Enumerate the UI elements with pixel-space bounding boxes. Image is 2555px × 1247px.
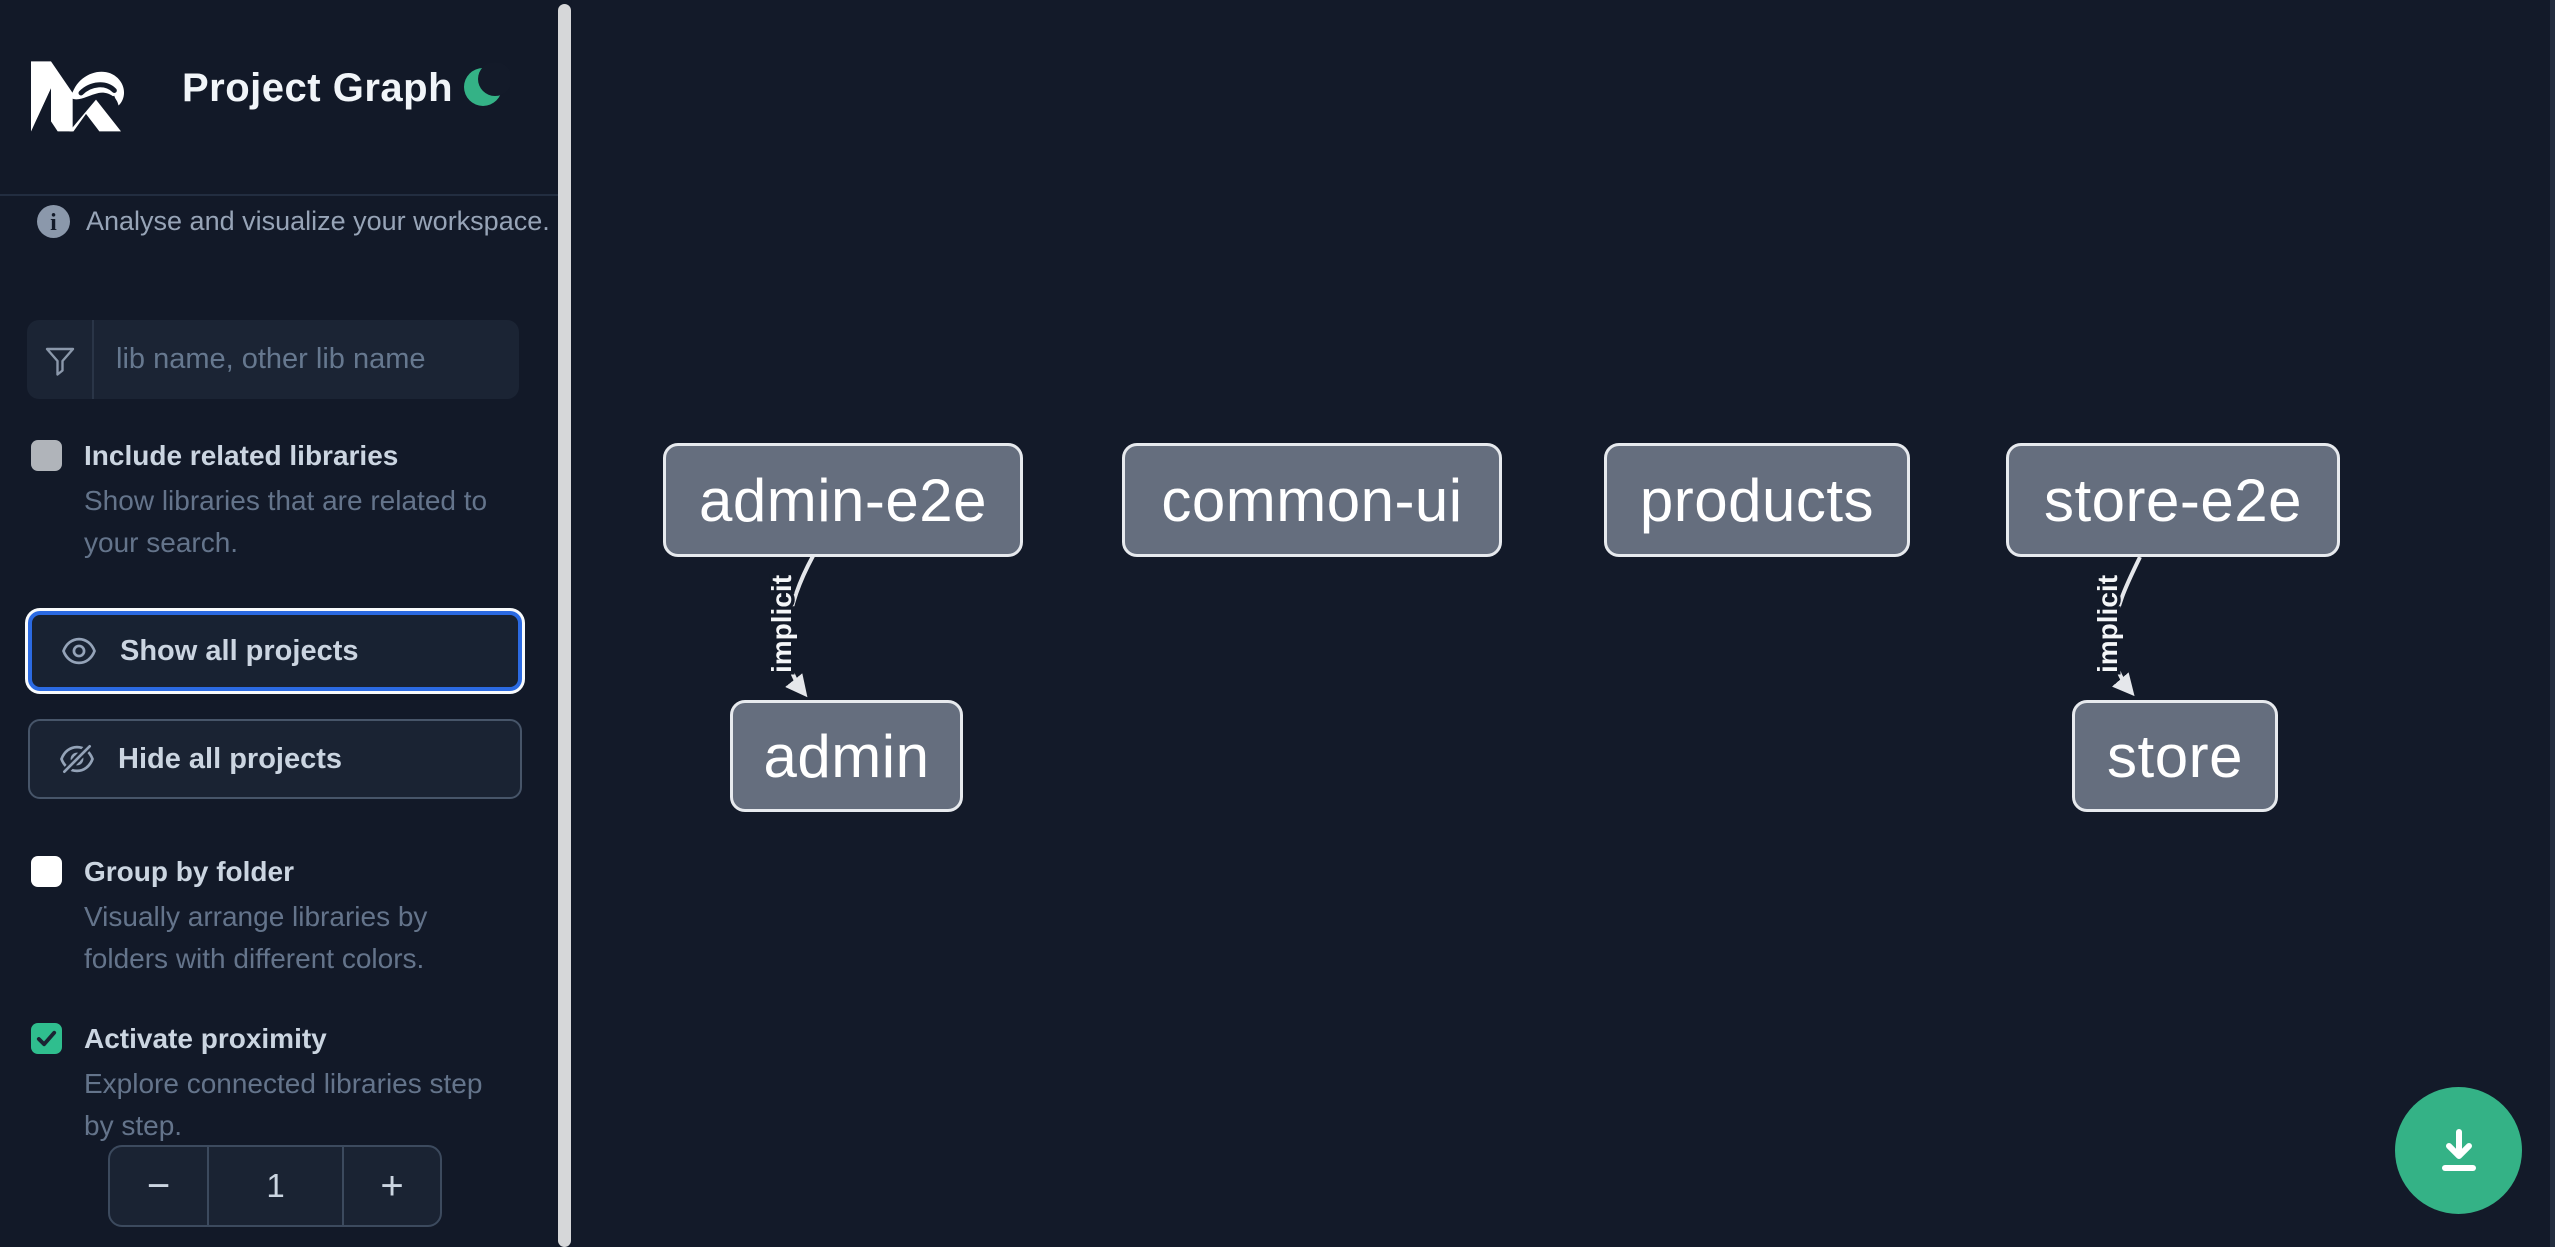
download-graph-button[interactable] (2395, 1087, 2522, 1214)
project-node-admin-e2e[interactable]: admin-e2e (663, 443, 1023, 557)
option-group-by-folder: Group by folder Visually arrange librari… (31, 854, 531, 980)
node-label: products (1639, 466, 1875, 534)
activate-proximity-checkbox[interactable] (31, 1023, 62, 1054)
node-label: admin-e2e (698, 466, 987, 534)
include-related-label: Include related libraries (84, 440, 399, 471)
include-related-description: Show libraries that are related to your … (84, 485, 488, 558)
theme-toggle-moon-icon[interactable] (462, 62, 510, 110)
tagline-row: i Analyse and visualize your workspace. (37, 203, 550, 239)
group-by-folder-checkbox[interactable] (31, 856, 62, 887)
info-icon: i (37, 204, 70, 238)
project-node-products[interactable]: products (1604, 443, 1910, 557)
hide-all-projects-label: Hide all projects (118, 742, 343, 775)
graph-canvas[interactable] (572, 0, 2555, 1247)
page-title: Project Graph (182, 66, 454, 110)
search-box (27, 320, 519, 399)
include-related-checkbox[interactable] (31, 440, 62, 471)
project-node-common-ui[interactable]: common-ui (1122, 443, 1502, 557)
stepper-decrement-button[interactable]: − (110, 1147, 209, 1225)
show-all-projects-button[interactable]: Show all projects (28, 611, 522, 691)
header-divider (0, 194, 558, 196)
proximity-depth-stepper: − 1 + (108, 1145, 442, 1227)
group-by-folder-label: Group by folder (84, 856, 294, 887)
filter-input[interactable] (94, 320, 519, 399)
node-label: common-ui (1161, 466, 1463, 534)
show-all-projects-label: Show all projects (120, 634, 359, 667)
project-node-store[interactable]: store (2072, 700, 2278, 812)
option-activate-proximity: Activate proximity Explore connected lib… (31, 1021, 531, 1147)
stepper-value: 1 (266, 1167, 285, 1204)
app-header: Project Graph (0, 0, 558, 195)
node-label: admin (763, 722, 930, 790)
checkmark-icon (36, 1030, 57, 1047)
node-label: store (2107, 722, 2243, 790)
stepper-increment-button[interactable]: + (342, 1147, 440, 1225)
funnel-icon (27, 320, 94, 399)
sidebar-scrollbar[interactable] (558, 4, 571, 1247)
eye-icon (62, 637, 96, 665)
activate-proximity-label: Activate proximity (84, 1023, 327, 1054)
canvas-right-edge (2550, 0, 2555, 1247)
project-node-store-e2e[interactable]: store-e2e (2006, 443, 2340, 557)
download-icon (2441, 1128, 2476, 1171)
tagline-text: Analyse and visualize your workspace. (86, 205, 550, 236)
activate-proximity-description: Explore connected libraries step by step… (84, 1068, 483, 1141)
nx-logo-icon (31, 61, 125, 132)
group-by-folder-description: Visually arrange libraries by folders wi… (84, 901, 428, 974)
sidebar: Project Graph i Analyse and visualize yo… (0, 0, 572, 1247)
project-node-admin[interactable]: admin (730, 700, 963, 812)
option-include-related: Include related libraries Show libraries… (31, 438, 531, 564)
node-label: store-e2e (2044, 466, 2302, 534)
eye-slash-icon (60, 741, 94, 777)
svg-text:i: i (50, 210, 57, 236)
hide-all-projects-button[interactable]: Hide all projects (28, 719, 522, 799)
